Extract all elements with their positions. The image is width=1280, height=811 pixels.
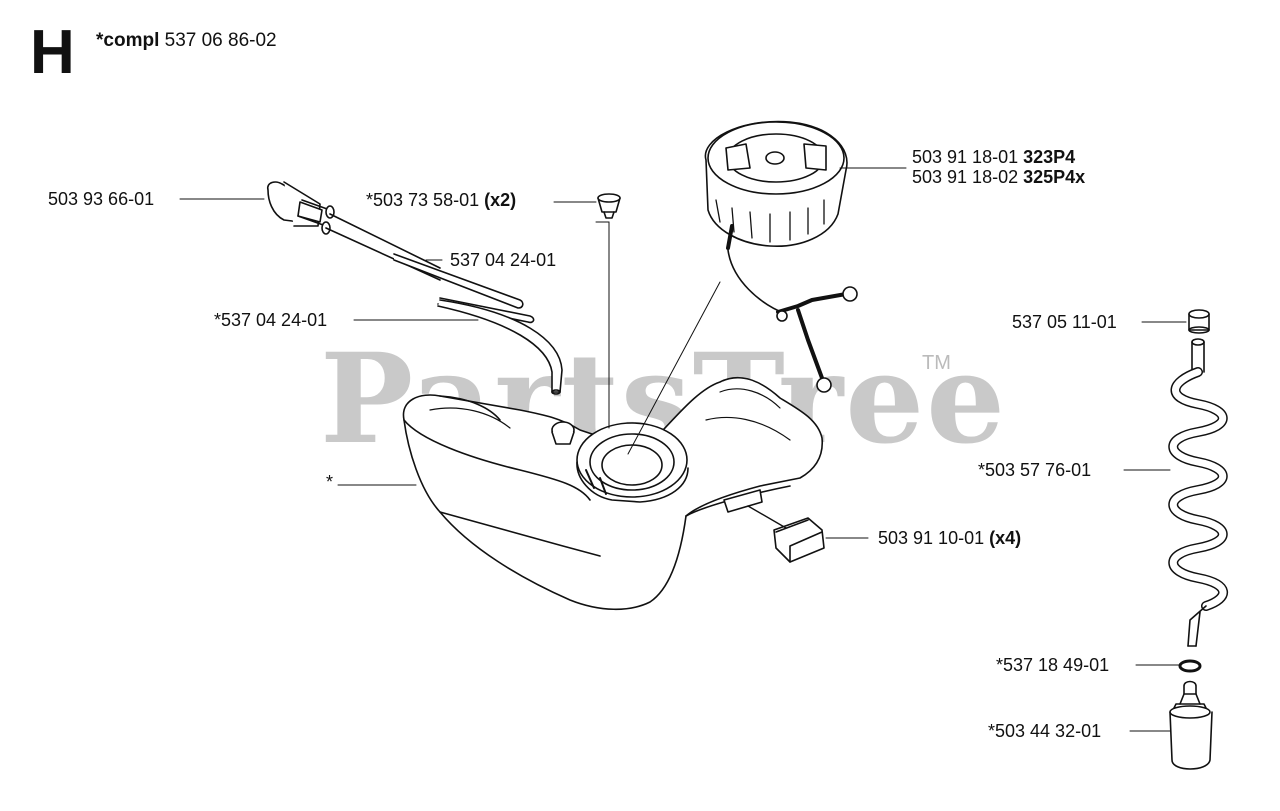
- callout-fuel-tank[interactable]: *: [326, 471, 333, 493]
- callout-fuel-filter[interactable]: *503 44 32-01: [988, 720, 1101, 742]
- o-ring-drawing: [1178, 659, 1202, 673]
- callout-o-ring[interactable]: *537 18 49-01: [996, 654, 1109, 676]
- quantity: (x2): [484, 190, 517, 210]
- callout-fuel-cap-1[interactable]: 503 91 18-01 323P4: [912, 146, 1075, 168]
- compl-prefix: *compl: [96, 30, 160, 51]
- fuel-tank-drawing: [402, 376, 824, 611]
- callout-coil-hose[interactable]: *503 57 76-01: [978, 459, 1091, 481]
- part-number: *537 18 49-01: [996, 655, 1110, 675]
- part-number: *537 04 24-01: [214, 310, 328, 330]
- part-number: *: [326, 472, 334, 492]
- callout-grommet[interactable]: *503 73 58-01 (x2): [366, 189, 516, 211]
- part-number: 503 91 18-01: [912, 147, 1019, 167]
- part-number: 503 91 18-02: [912, 167, 1019, 187]
- part-number: *503 44 32-01: [988, 721, 1102, 741]
- fuel-line-drawing: [325, 213, 563, 395]
- callout-fitting[interactable]: 537 05 11-01: [1012, 311, 1117, 333]
- damper-drawing: [747, 505, 825, 563]
- fuel-filter-drawing: [1169, 680, 1213, 770]
- callout-fuel-cap-2[interactable]: 503 91 18-02 325P4x: [912, 166, 1085, 188]
- watermark-trademark: TM: [922, 352, 951, 374]
- section-letter: H: [30, 18, 75, 87]
- callout-primer-bulb[interactable]: 503 93 66-01: [48, 188, 154, 210]
- coil-hose-drawing: [1168, 338, 1228, 647]
- callout-fuel-line-upper[interactable]: 537 04 24-01: [450, 249, 556, 271]
- part-number: 537 04 24-01: [450, 250, 557, 270]
- grommet-drawing: [597, 193, 621, 219]
- model: 325P4x: [1023, 167, 1086, 187]
- part-number: 503 91 10-01: [878, 528, 985, 548]
- primer-bulb-drawing: [266, 181, 335, 235]
- fitting-drawing: [1188, 309, 1210, 334]
- part-number: *503 57 76-01: [978, 460, 1092, 480]
- leader-lines: [179, 167, 1187, 732]
- compl-number: 537 06 86-02: [164, 30, 277, 51]
- callout-damper[interactable]: 503 91 10-01 (x4): [878, 527, 1021, 549]
- model: 323P4: [1023, 147, 1076, 167]
- fuel-cap-drawing: [704, 120, 858, 393]
- part-number: 503 93 66-01: [48, 189, 155, 209]
- callout-fuel-line-lower[interactable]: *537 04 24-01: [214, 309, 327, 331]
- part-number: 537 05 11-01: [1012, 312, 1117, 332]
- assembly-number: *compl 537 06 86-02: [96, 30, 277, 52]
- part-number: *503 73 58-01: [366, 190, 480, 210]
- quantity: (x4): [989, 528, 1022, 548]
